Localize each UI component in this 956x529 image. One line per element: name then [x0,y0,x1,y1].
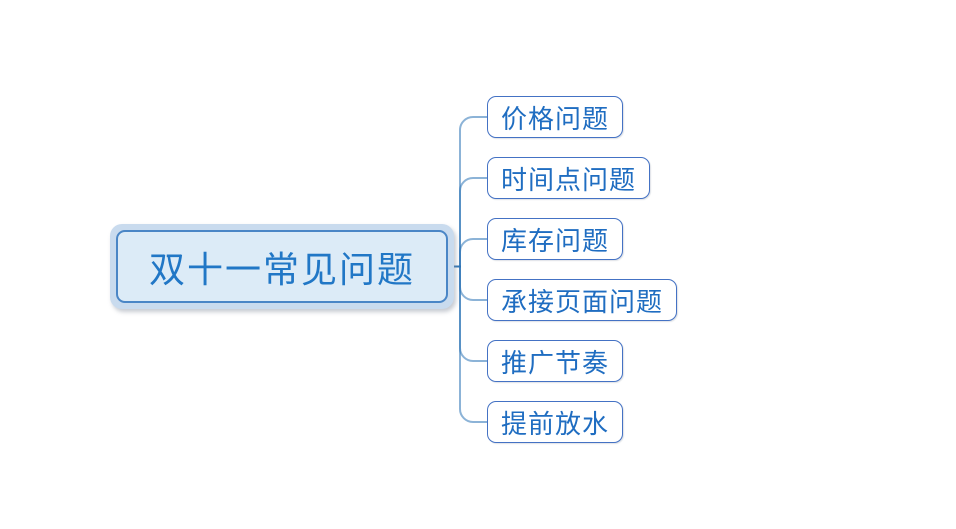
root-topic-label: 双十一常见问题 [148,249,415,291]
subtopic-node[interactable]: 库存问题 [487,218,624,260]
subtopic-node[interactable]: 价格问题 [487,96,624,138]
connector [450,116,488,268]
subtopic-label: 推广节奏 [501,348,610,379]
subtopic-label: 库存问题 [501,226,610,257]
connector [450,238,488,268]
connector [450,265,488,301]
subtopic-node[interactable]: 提前放水 [487,401,624,443]
connector [450,177,488,268]
subtopic-label: 时间点问题 [501,165,637,196]
connector [450,265,488,423]
subtopic-label: 价格问题 [501,104,610,135]
connector [450,265,488,362]
subtopic-node[interactable]: 承接页面问题 [487,279,678,321]
subtopic-label: 提前放水 [501,409,610,440]
root-topic[interactable]: 双十一常见问题 [116,230,448,303]
subtopic-node[interactable]: 时间点问题 [487,157,651,199]
root-topic-selection-halo: 双十一常见问题 [110,224,454,309]
subtopic-label: 承接页面问题 [501,287,664,318]
subtopic-node[interactable]: 推广节奏 [487,340,624,382]
